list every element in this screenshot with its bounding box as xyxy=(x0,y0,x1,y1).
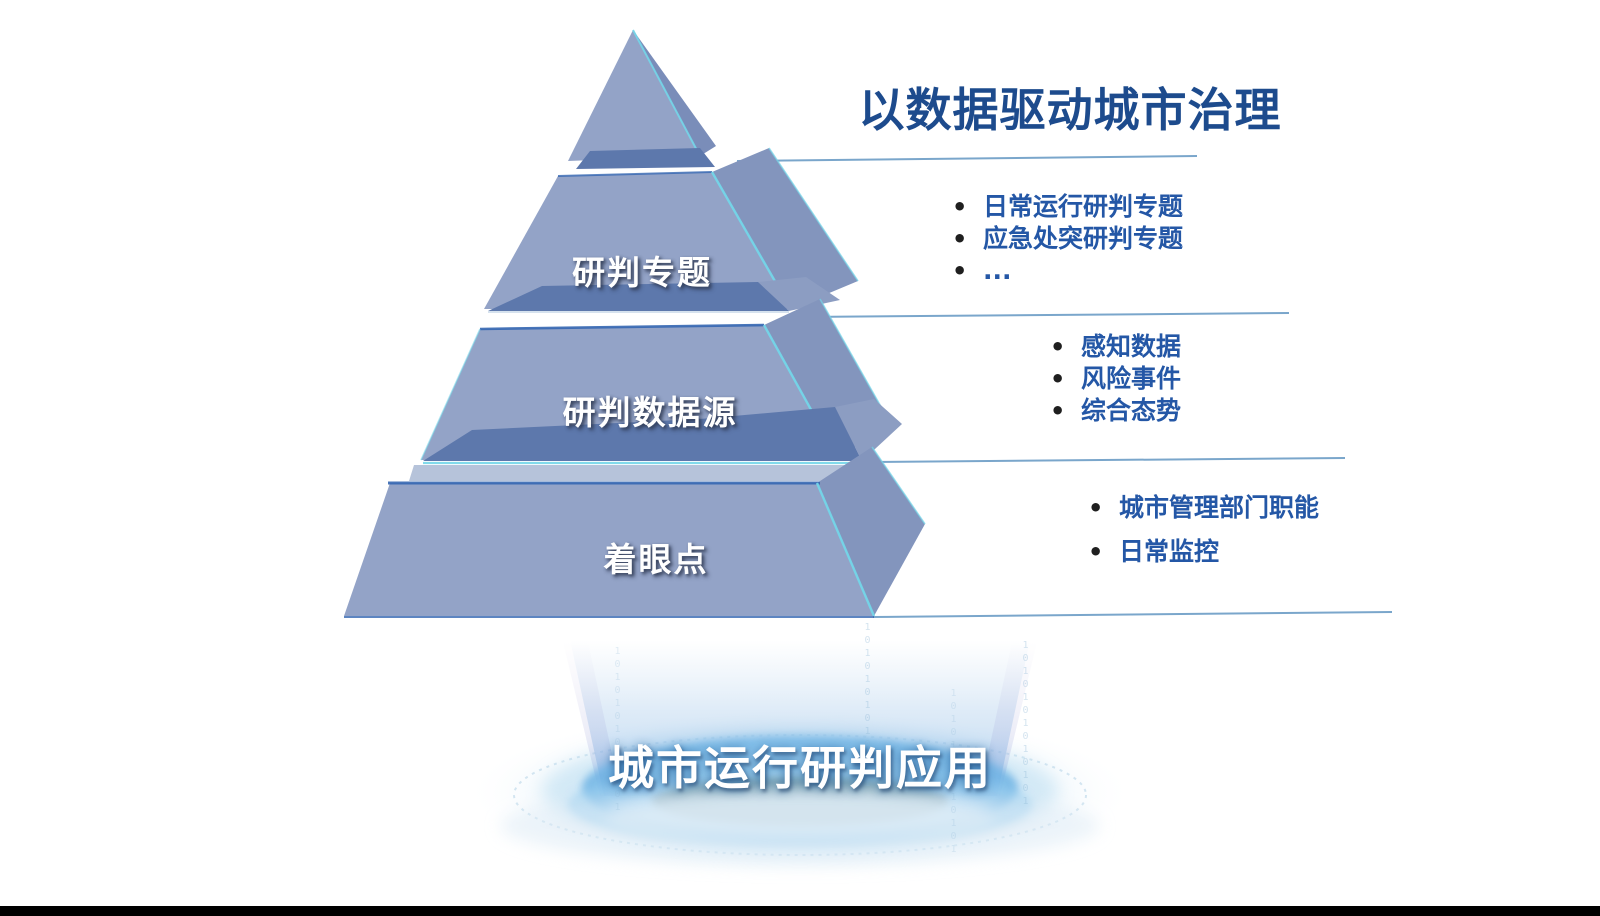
binary-decoration: 1010101010101 xyxy=(612,646,623,815)
binary-decoration: 1010101010101 xyxy=(862,622,873,791)
bullet-item: 感知数据 xyxy=(1048,331,1181,363)
bullet-item: 综合态势 xyxy=(1048,395,1181,427)
platform-glow-group xyxy=(465,640,1135,879)
platform-label: 城市运行研判应用 xyxy=(608,741,992,795)
bullet-item: ... xyxy=(950,255,1183,287)
pyramid-tier-1 xyxy=(484,147,859,313)
bullet-item: 日常监控 xyxy=(1086,536,1319,568)
tier-label-zhuoyandian: 着眼点 xyxy=(603,540,709,579)
bullet-item: 风险事件 xyxy=(1048,363,1181,395)
tier-divider-lines xyxy=(736,155,1393,618)
bottom-black-bar xyxy=(0,906,1600,916)
band-top-tier2 xyxy=(576,148,715,169)
pyramid-tier-3 xyxy=(344,446,926,618)
divider-line-2 xyxy=(801,312,1290,318)
tier-label-yanpan-shujuyuan: 研判数据源 xyxy=(562,393,738,432)
binary-decoration: 1010101010101 xyxy=(948,688,959,857)
band-top-tier3 xyxy=(488,282,789,311)
band-side-tier4 xyxy=(835,399,902,461)
divider-line-1 xyxy=(736,155,1198,162)
tier-label-yanpan-zhuanti: 研判专题 xyxy=(572,253,712,292)
band-top-tier4 xyxy=(423,407,862,461)
pyramid-tier-2 xyxy=(409,298,902,481)
divider-line-4 xyxy=(872,611,1393,618)
page-title: 以数据驱动城市治理 xyxy=(858,83,1282,137)
divider-line-3 xyxy=(867,457,1346,463)
bullet-group-topics: 日常运行研判专题 应急处突研判专题 ... xyxy=(950,191,1183,287)
bullet-item: 日常运行研判专题 xyxy=(950,191,1183,223)
bullet-item: 应急处突研判专题 xyxy=(950,223,1183,255)
pyramid-tier-apex xyxy=(568,29,716,169)
binary-decoration: 1010101010101 xyxy=(1020,640,1031,809)
bullet-group-datasources: 感知数据 风险事件 综合态势 xyxy=(1048,331,1181,427)
bullet-group-focus: 城市管理部门职能 日常监控 xyxy=(1086,492,1319,580)
bullet-item: 城市管理部门职能 xyxy=(1086,492,1319,524)
